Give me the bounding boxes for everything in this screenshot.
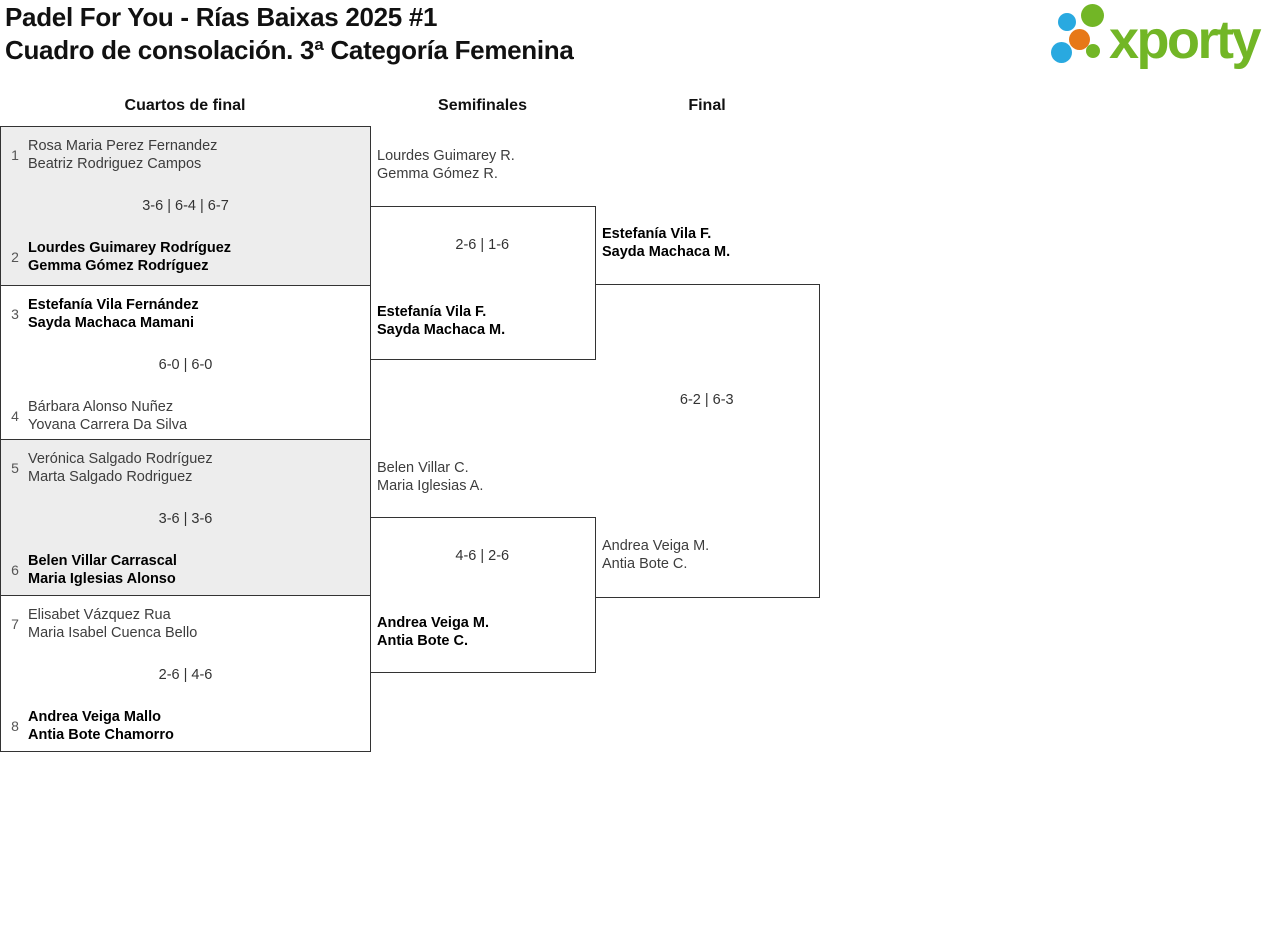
- match-final: 6-2 | 6-3 Andrea Veiga M. Antia Bote C.: [595, 284, 820, 598]
- player-name: Bárbara Alonso Nuñez: [28, 398, 174, 415]
- team-pair: Andrea Veiga M. Antia Bote C.: [377, 614, 489, 650]
- logo-dot-blue-large-icon: [1051, 42, 1072, 63]
- player-name: Gemma Gómez R.: [377, 166, 498, 182]
- player-name: Marta Salgado Rodriguez: [28, 469, 193, 485]
- match-score: 3-6 | 3-6: [158, 511, 213, 527]
- seed-number: 8: [11, 717, 19, 734]
- round-header-semifinales: Semifinales: [438, 97, 527, 114]
- player-name: Rosa Maria Perez Fernandez: [28, 138, 218, 154]
- player-name: Belen Villar Carrascal: [28, 553, 177, 569]
- round-header-final: Final: [688, 97, 726, 114]
- match-quarterfinal-2: 3 Estefanía Vila Fernández Sayda Machaca…: [0, 284, 371, 441]
- match-quarterfinal-3: 5 Verónica Salgado Rodríguez Marta Salga…: [0, 439, 371, 596]
- player-name: Andrea Veiga M.: [377, 615, 490, 631]
- match-quarterfinal-4: 7 Elisabet Vázquez Rua Maria Isabel Cuen…: [0, 594, 371, 752]
- team-pair: Estefanía Vila Fernández Sayda Machaca M…: [28, 296, 199, 332]
- player-name: Andrea Veiga M.: [602, 538, 710, 554]
- player-name: Elisabet Vázquez Rua: [28, 606, 171, 623]
- seed-number: 2: [11, 249, 19, 265]
- player-name: Andrea Veiga Mallo: [28, 708, 161, 725]
- round-header-cuartos-de-final: Cuartos de final: [124, 97, 246, 114]
- player-name: Sayda Machaca M.: [602, 244, 731, 260]
- team-pair: Bárbara Alonso Nuñez Yovana Carrera Da S…: [28, 398, 187, 434]
- player-name: Antia Bote C.: [377, 633, 469, 649]
- logo-dot-orange-icon: [1069, 29, 1090, 50]
- player-name: Estefanía Vila F.: [377, 304, 487, 320]
- team-pair: Andrea Veiga Mallo Antia Bote Chamorro: [28, 708, 174, 744]
- player-name: Yovana Carrera Da Silva: [28, 416, 188, 433]
- match-score: 2-6 | 4-6: [158, 666, 213, 683]
- team-pair: Verónica Salgado Rodríguez Marta Salgado…: [28, 450, 213, 486]
- logo-dot-blue-small-icon: [1058, 13, 1076, 31]
- player-name: Verónica Salgado Rodríguez: [28, 451, 213, 467]
- logo-dot-green-large-icon: [1081, 4, 1104, 27]
- seed-number: 7: [11, 615, 19, 632]
- player-name: Antia Bote C.: [602, 556, 688, 572]
- match-score: 6-0 | 6-0: [158, 356, 213, 373]
- page-subtitle: Cuadro de consolación. 3ª Categoría Feme…: [5, 35, 574, 65]
- player-name: Maria Isabel Cuenca Bello: [28, 624, 198, 641]
- seed-number: 4: [11, 407, 19, 424]
- team-pair: Belen Villar Carrascal Maria Iglesias Al…: [28, 552, 177, 588]
- player-name: Maria Iglesias Alonso: [28, 571, 176, 587]
- logo-dot-green-small-icon: [1086, 44, 1100, 58]
- seed-number: 3: [11, 305, 19, 322]
- player-name: Gemma Gómez Rodríguez: [28, 258, 209, 274]
- match-quarterfinal-1: 1 Rosa Maria Perez Fernandez Beatriz Rod…: [0, 126, 371, 286]
- team-pair: Elisabet Vázquez Rua Maria Isabel Cuenca…: [28, 606, 197, 642]
- team-pair: Andrea Veiga M. Antia Bote C.: [602, 537, 709, 573]
- team-pair: Belen Villar C. Maria Iglesias A.: [377, 459, 483, 495]
- match-score: 4-6 | 2-6: [455, 548, 510, 564]
- team-pair: Estefanía Vila F. Sayda Machaca M.: [377, 303, 505, 339]
- seed-number: 1: [11, 147, 19, 163]
- match-score: 3-6 | 6-4 | 6-7: [142, 198, 229, 214]
- match-score: 2-6 | 1-6: [455, 237, 510, 253]
- player-name: Lourdes Guimarey R.: [377, 148, 515, 164]
- player-name: Lourdes Guimarey Rodríguez: [28, 240, 232, 256]
- team-pair: Rosa Maria Perez Fernandez Beatriz Rodri…: [28, 137, 217, 173]
- player-name: Sayda Machaca M.: [377, 322, 506, 338]
- match-semifinal-1: 2-6 | 1-6 Estefanía Vila F. Sayda Machac…: [370, 206, 596, 360]
- page-title: Padel For You - Rías Baixas 2025 #1: [5, 2, 438, 32]
- team-pair: Lourdes Guimarey R. Gemma Gómez R.: [377, 147, 515, 183]
- xporty-logo-text: xporty: [1109, 10, 1262, 70]
- match-score: 6-2 | 6-3: [679, 392, 734, 408]
- player-name: Belen Villar C.: [377, 460, 469, 476]
- player-name: Maria Iglesias A.: [377, 478, 484, 494]
- player-name: Estefanía Vila Fernández: [28, 296, 199, 313]
- seed-number: 6: [11, 562, 19, 578]
- player-name: Sayda Machaca Mamani: [28, 314, 195, 331]
- player-name: Estefanía Vila F.: [602, 226, 712, 242]
- seed-number: 5: [11, 460, 19, 476]
- match-semifinal-2: 4-6 | 2-6 Andrea Veiga M. Antia Bote C.: [370, 517, 596, 673]
- player-name: Beatriz Rodriguez Campos: [28, 156, 202, 172]
- team-pair: Lourdes Guimarey Rodríguez Gemma Gómez R…: [28, 239, 231, 275]
- team-pair: Estefanía Vila F. Sayda Machaca M.: [602, 225, 730, 261]
- player-name: Antia Bote Chamorro: [28, 726, 174, 743]
- xporty-logo[interactable]: xporty: [1045, 0, 1280, 82]
